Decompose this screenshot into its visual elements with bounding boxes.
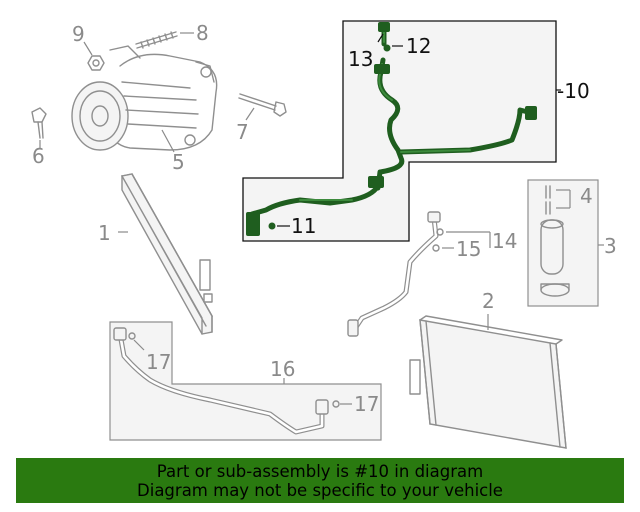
callout-6: 6 xyxy=(32,144,45,168)
banner-line-2: Diagram may not be specific to your vehi… xyxy=(137,481,503,500)
callout-9: 9 xyxy=(72,22,85,46)
callout-17-left: 17 xyxy=(146,350,171,374)
info-banner: Part or sub-assembly is #10 in diagram D… xyxy=(16,458,624,503)
callout-5: 5 xyxy=(172,150,185,174)
callout-2: 2 xyxy=(482,289,495,313)
callout-10: -10 xyxy=(557,79,590,103)
bolt-6[interactable] xyxy=(31,107,47,139)
callout-12: 12 xyxy=(406,34,431,58)
nut-9[interactable] xyxy=(87,55,105,71)
ac-line-16[interactable] xyxy=(113,327,340,435)
condenser-1[interactable] xyxy=(120,173,214,335)
callout-8: 8 xyxy=(196,21,209,45)
callout-16: 16 xyxy=(270,357,295,381)
leader-9 xyxy=(83,41,93,56)
leader-13 xyxy=(377,33,384,43)
bolt-7[interactable] xyxy=(238,93,287,117)
callout-4: 4 xyxy=(580,184,593,208)
banner-line-1: Part or sub-assembly is #10 in diagram xyxy=(156,462,484,481)
callout-1: 1 xyxy=(98,221,111,245)
ac-line-14[interactable] xyxy=(347,211,444,337)
callout-13: 13 xyxy=(348,47,373,71)
leader-5 xyxy=(161,129,175,153)
line-16-panel xyxy=(109,321,382,441)
core-2[interactable] xyxy=(409,315,567,449)
assembly-10-panel xyxy=(242,20,557,242)
parts-diagram: -10 12 13 11 9 8 xyxy=(31,20,617,449)
receiver-drier-3[interactable] xyxy=(540,185,570,297)
callout-17-right: 17 xyxy=(354,392,379,416)
leader-17a xyxy=(133,339,145,351)
callout-3: 3 xyxy=(604,234,617,258)
callout-14: 14 xyxy=(492,229,517,253)
ac-line-assembly-10[interactable] xyxy=(246,22,537,236)
callout-15: 15 xyxy=(456,237,481,261)
stud-8[interactable] xyxy=(135,31,178,49)
callout-7: 7 xyxy=(236,120,249,144)
ac-compressor-5[interactable] xyxy=(71,45,218,151)
leader-7 xyxy=(245,107,255,121)
callout-11: 11 xyxy=(291,214,316,238)
